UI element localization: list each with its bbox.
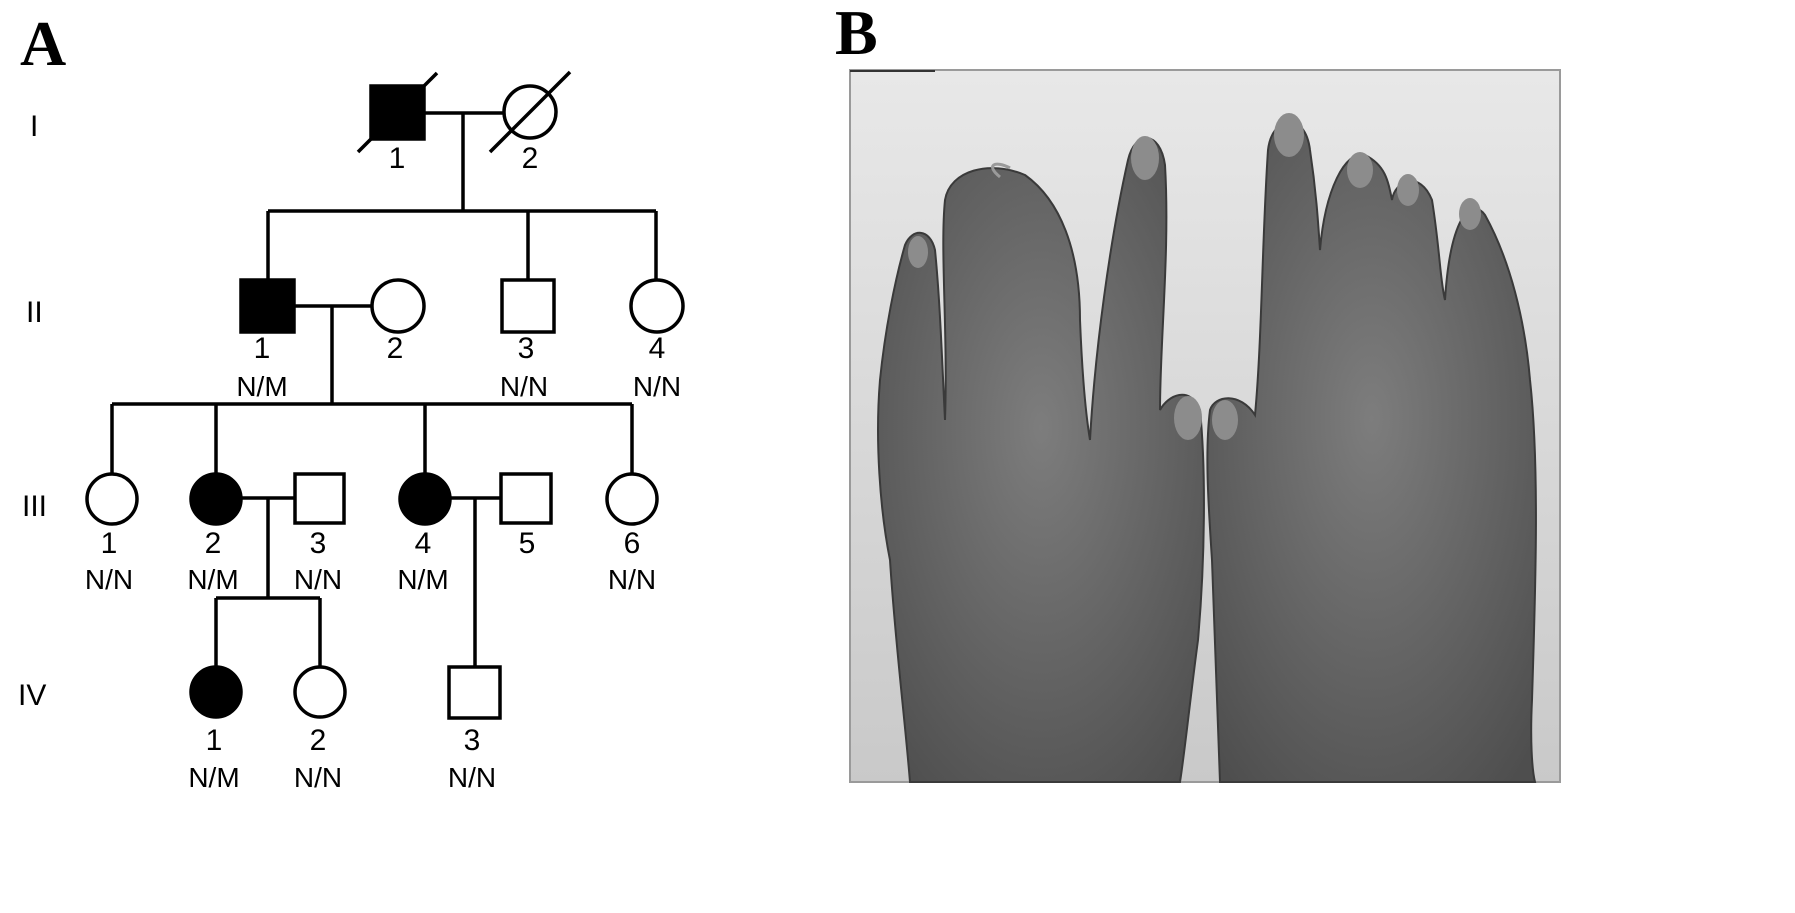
- individual-number: 1: [101, 527, 118, 560]
- individual-number: 4: [649, 332, 666, 365]
- individual-number: 1: [254, 332, 271, 365]
- genotype-label: N/N: [500, 371, 548, 402]
- unaffected-female-symbol: [85, 472, 139, 526]
- unaffected-male-symbol: [500, 278, 556, 334]
- individual-i-1: 1: [356, 71, 439, 175]
- individual-number: 2: [310, 724, 327, 757]
- generation-label-ii: II: [26, 296, 43, 329]
- deceased-slash: [488, 70, 572, 154]
- affected-male-symbol: [239, 278, 296, 334]
- individual-iv-2: 2 N/N: [293, 665, 347, 793]
- unaffected-male-symbol: [499, 472, 553, 525]
- unaffected-male-symbol: [447, 665, 502, 720]
- left-nail-index: [1131, 136, 1159, 180]
- individual-iii-4: 4 N/M: [397, 472, 452, 595]
- left-nail-ring: [991, 162, 1011, 179]
- individual-iv-1: 1 N/M: [188, 665, 243, 793]
- right-nail-index: [1274, 113, 1304, 157]
- individual-iii-6: 6 N/N: [605, 472, 659, 595]
- individual-number: 1: [206, 724, 223, 757]
- genotype-label: N/N: [608, 564, 656, 595]
- individual-ii-4: 4 N/N: [629, 278, 685, 402]
- individual-number: 5: [519, 527, 536, 560]
- genotype-label: N/N: [294, 564, 342, 595]
- unaffected-female-symbol: [605, 472, 659, 526]
- individual-i-2: 2: [488, 70, 572, 175]
- individual-ii-2: 2: [370, 278, 426, 365]
- genotype-label: N/M: [187, 564, 238, 595]
- genotype-label: N/N: [633, 371, 681, 402]
- individual-iii-3: 3 N/N: [293, 472, 346, 595]
- unaffected-male-symbol: [293, 472, 346, 525]
- panel-a-label: A: [20, 8, 66, 79]
- pedigree-lines: [110, 111, 658, 667]
- generation-label-i: I: [30, 110, 38, 143]
- unaffected-female-symbol: [370, 278, 426, 334]
- individual-iii-2: 2 N/M: [187, 472, 243, 595]
- genotype-label: N/N: [85, 564, 133, 595]
- right-nail-middle: [1347, 152, 1373, 188]
- individual-iii-5: 5: [499, 472, 553, 560]
- individual-ii-1: 1 N/M: [236, 278, 296, 402]
- individual-number: 4: [415, 527, 432, 560]
- panel-b: B: [835, 0, 1561, 783]
- individual-number: 3: [518, 332, 535, 365]
- left-nail-little: [908, 236, 928, 268]
- panel-a: A I II III IV: [18, 8, 685, 793]
- individual-number: 1: [389, 142, 406, 175]
- individual-number: 3: [310, 527, 327, 560]
- individual-number: 2: [522, 142, 539, 175]
- right-nail-thumb: [1212, 400, 1238, 440]
- affected-female-symbol: [189, 665, 243, 719]
- right-hand: [1206, 113, 1537, 783]
- generation-label-iv: IV: [18, 679, 46, 712]
- left-hand-shape: [877, 137, 1205, 783]
- right-nail-little: [1459, 198, 1481, 230]
- individual-number: 3: [464, 724, 481, 757]
- hands-photo: [849, 69, 1561, 783]
- left-hand: [877, 136, 1205, 783]
- left-nail-thumb: [1174, 396, 1202, 440]
- genotype-label: N/M: [188, 762, 239, 793]
- affected-female-symbol: [398, 472, 452, 526]
- individual-number: 6: [624, 527, 641, 560]
- unaffected-female-symbol: [629, 278, 685, 334]
- individual-iv-3: 3 N/N: [447, 665, 502, 793]
- individual-ii-3: 3 N/N: [500, 278, 556, 402]
- genotype-label: N/M: [236, 371, 287, 402]
- right-nail-ring: [1397, 174, 1419, 206]
- genotype-label: N/N: [294, 762, 342, 793]
- affected-female-symbol: [189, 472, 243, 526]
- deceased-slash: [356, 71, 439, 154]
- genotype-label: N/N: [448, 762, 496, 793]
- individual-iii-1: 1 N/N: [85, 472, 139, 595]
- individual-number: 2: [387, 332, 404, 365]
- genotype-label: N/M: [397, 564, 448, 595]
- individual-number: 2: [205, 527, 222, 560]
- generation-label-iii: III: [22, 490, 47, 523]
- unaffected-female-symbol: [293, 665, 347, 719]
- panel-b-label: B: [835, 0, 878, 68]
